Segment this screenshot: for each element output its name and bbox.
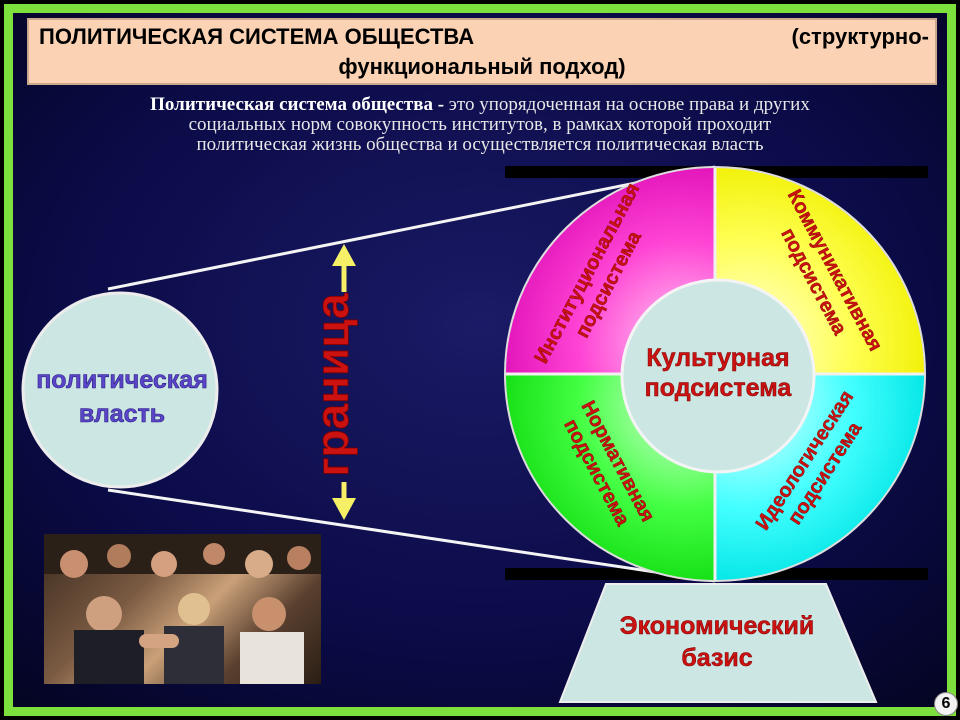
economic-base [558,583,878,703]
definition-line3: политическая жизнь общества и осуществля… [196,134,764,155]
boundary-arrow-down [332,482,356,520]
definition-term: Политическая система общества - [150,94,445,115]
cultural-label-line2: подсистема [645,374,793,402]
power-label-line2: власть [79,400,165,428]
subsystem-wheel: Культурная подсистема [504,166,926,582]
definition-line2: социальных норм совокупность институтов,… [188,114,772,135]
base-label-line2: базис [681,644,752,672]
power-label-line1: политическая [36,366,208,394]
page-title: ПОЛИТИЧЕСКАЯ СИСТЕМА ОБЩЕСТВА [39,24,475,49]
crowd-photo [44,534,321,684]
title-approach-start: (структурно- [791,24,930,49]
title-approach-end: функциональный подход) [338,54,626,79]
crowd-photo-art [44,534,321,684]
cultural-label-line1: Культурная [646,344,789,372]
page-number-badge: 6 [934,692,958,716]
boundary-label: граница [306,293,358,477]
cultural-subsystem-circle [620,278,816,474]
connector-line-top [107,165,716,291]
definition-text: Политическая система общества - это упор… [40,95,920,155]
political-power-circle [21,291,219,489]
boundary-arrow-up [332,244,356,292]
definition-line1: это упорядоченная на основе права и друг… [444,94,810,115]
title-box: ПОЛИТИЧЕСКАЯ СИСТЕМА ОБЩЕСТВА (структурн… [27,18,937,85]
connector-line-bottom [107,488,716,583]
base-label-line1: Экономический [620,612,814,640]
